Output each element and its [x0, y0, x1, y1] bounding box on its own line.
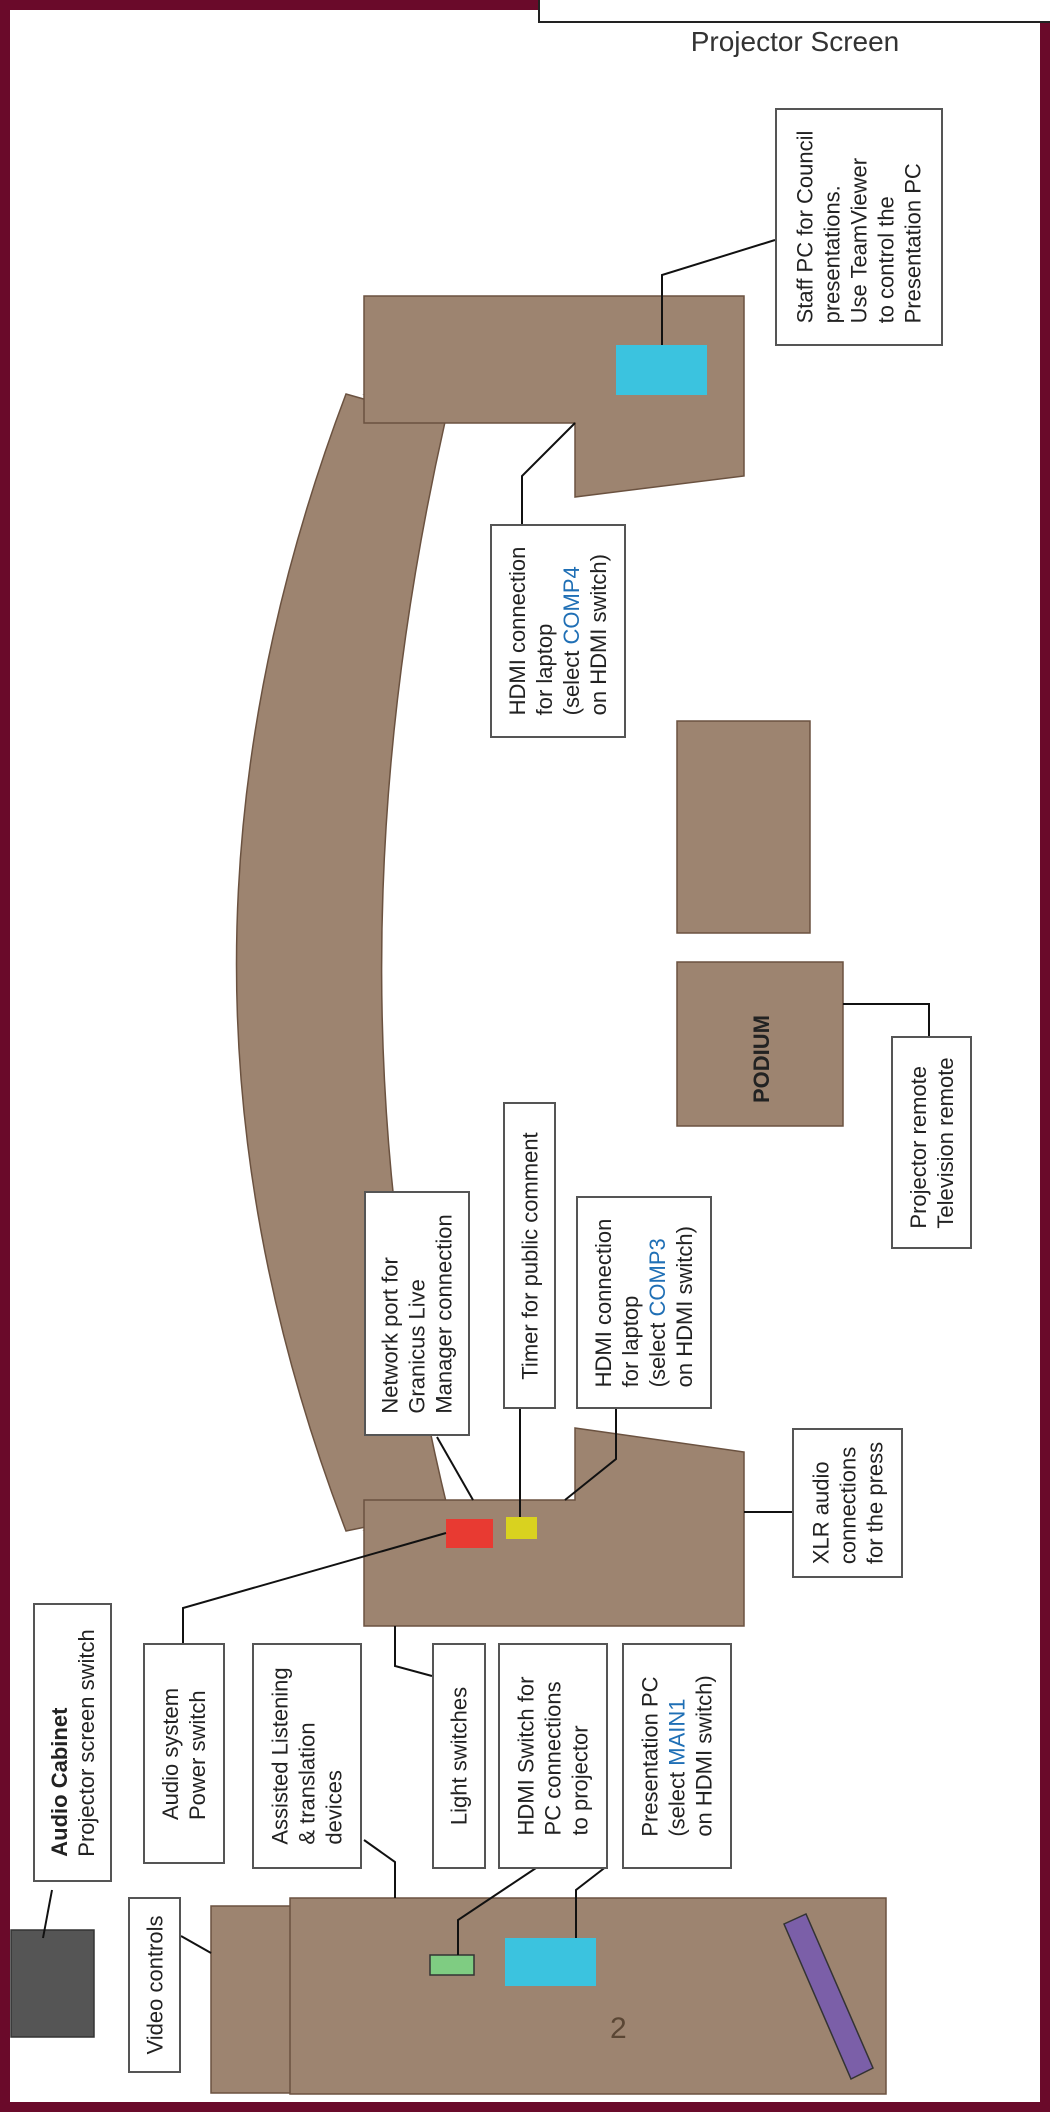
staff-pc-line-1: Staff PC for Council: [792, 130, 818, 324]
hdmi-switch-line-3: to projector: [567, 1725, 593, 1836]
staff-pc-marker: [616, 345, 707, 395]
presentation-pc-select-prefix: (select: [664, 1765, 690, 1837]
leader-staff-pc: [661, 239, 776, 345]
hdmi-comp3-select-line: (select COMP3: [644, 1218, 671, 1387]
audio-cabinet: [10, 1929, 95, 2038]
xlr-line-2: connections: [835, 1446, 860, 1565]
podium-table: [676, 961, 844, 1127]
timer-marker: [506, 1517, 537, 1539]
hdmi-switch-line-1: HDMI Switch for: [513, 1676, 539, 1836]
leader-hdmi-comp4: [521, 422, 576, 524]
audio-system-line-2: Power switch: [185, 1689, 210, 1820]
hdmi-comp3-line-1: HDMI connection: [591, 1218, 616, 1387]
remotes-line-2: Television remote: [932, 1056, 958, 1229]
audio-system-label: Audio system Power switch: [143, 1643, 225, 1864]
side-table: [676, 720, 811, 934]
video-desk: [210, 1905, 294, 2094]
audio-cabinet-title: Audio Cabinet: [46, 1707, 72, 1857]
network-port-label: Network port for Granicus Live Manager c…: [364, 1191, 470, 1436]
remotes-line-1: Projector remote: [905, 1065, 931, 1229]
hdmi-comp4-select-prefix: (select: [559, 644, 584, 716]
leader-hdmi-comp3: [564, 1409, 617, 1501]
hdmi-comp3-line-2: for laptop: [618, 1295, 643, 1387]
staff-pc-line-2: presentations.: [819, 185, 845, 324]
hdmi-comp4-line-1: HDMI connection: [505, 546, 530, 716]
leader-audio-cabinet: [42, 1889, 53, 1939]
presentation-pc-select-suffix: on HDMI switch): [691, 1675, 717, 1837]
audio-cabinet-label: Audio Cabinet Projector screen switch: [33, 1603, 112, 1882]
audio-cabinet-subtitle: Projector screen switch: [73, 1628, 99, 1857]
leader-network-port: [436, 1436, 474, 1501]
network-port-line-2: Granicus Live: [404, 1278, 430, 1414]
network-port-line-3: Manager connection: [431, 1213, 457, 1414]
hdmi-comp4-select-line: (select COMP4: [558, 547, 585, 716]
hdmi-comp3-select-value: COMP3: [645, 1237, 670, 1316]
leader-light-switches: [394, 1626, 433, 1677]
audio-system-line-1: Audio system: [158, 1687, 183, 1820]
light-switches-label: Light switches: [432, 1643, 486, 1869]
xlr-label: XLR audio connections for the press: [792, 1428, 903, 1578]
hdmi-comp4-line-2: for laptop: [532, 623, 557, 716]
monitor: [783, 1913, 874, 2081]
leader-remotes: [843, 1003, 930, 1036]
timer-label: Timer for public comment: [503, 1102, 556, 1409]
timer-line-1: Timer for public comment: [517, 1131, 542, 1380]
hdmi-comp4-select-value: COMP4: [559, 566, 584, 645]
network-port-line-1: Network port for: [377, 1256, 403, 1414]
presentation-pc-line-1: Presentation PC: [637, 1676, 663, 1837]
video-controls-label: Video controls: [128, 1897, 181, 2073]
network-port-marker: [446, 1519, 493, 1548]
remotes-label: Projector remote Television remote: [891, 1036, 972, 1249]
hdmi-switch-label: HDMI Switch for PC connections to projec…: [498, 1643, 608, 1869]
assisted-listening-line-1: Assisted Listening: [267, 1667, 293, 1845]
presentation-pc-select-line: (select MAIN1: [664, 1675, 691, 1837]
hdmi-switch-line-2: PC connections: [540, 1681, 566, 1836]
clerk-desk: [363, 1427, 745, 1627]
assisted-listening-line-2: & translation: [294, 1722, 320, 1845]
assisted-listening-label: Assisted Listening & translation devices: [252, 1643, 362, 1869]
projector-screen-bar: [538, 0, 1050, 23]
room-number: 2: [610, 2012, 627, 2045]
hdmi-comp4-select-suffix: on HDMI switch): [586, 554, 611, 716]
leader-assisted-listening: [363, 1839, 396, 1898]
xlr-line-3: for the press: [862, 1441, 887, 1565]
staff-pc-label: Staff PC for Council presentations. Use …: [775, 108, 943, 346]
presentation-pc-label: Presentation PC (select MAIN1 on HDMI sw…: [622, 1643, 732, 1869]
staff-pc-line-3: Use TeamViewer: [846, 157, 872, 324]
hdmi-comp3-select-prefix: (select: [645, 1315, 670, 1387]
assisted-listening-line-3: devices: [321, 1770, 347, 1845]
leader-lines: [42, 239, 930, 1955]
staff-pc-line-5: Presentation PC: [900, 163, 926, 324]
light-switches-line-1: Light switches: [446, 1686, 472, 1826]
presentation-pc-marker: [505, 1938, 596, 1986]
hdmi-switch-marker: [429, 1954, 475, 1976]
staff-pc-line-4: to control the: [873, 196, 899, 324]
xlr-line-1: XLR audio: [808, 1461, 833, 1565]
leader-presentation-pc: [575, 1865, 608, 1938]
projector-screen-title: Projector Screen: [690, 26, 900, 57]
hdmi-comp3-label: HDMI connection for laptop (select COMP3…: [576, 1196, 712, 1409]
leader-video-controls: [180, 1935, 212, 1954]
podium-label: PODIUM: [749, 1015, 774, 1103]
hdmi-comp3-select-suffix: on HDMI switch): [672, 1225, 697, 1387]
leader-audio-system: [182, 1532, 447, 1643]
presentation-pc-select-value: MAIN1: [664, 1698, 690, 1766]
video-controls-line-1: Video controls: [142, 1915, 167, 2055]
leader-hdmi-switch: [457, 1865, 540, 1955]
hdmi-comp4-label: HDMI connection for laptop (select COMP4…: [490, 524, 626, 738]
